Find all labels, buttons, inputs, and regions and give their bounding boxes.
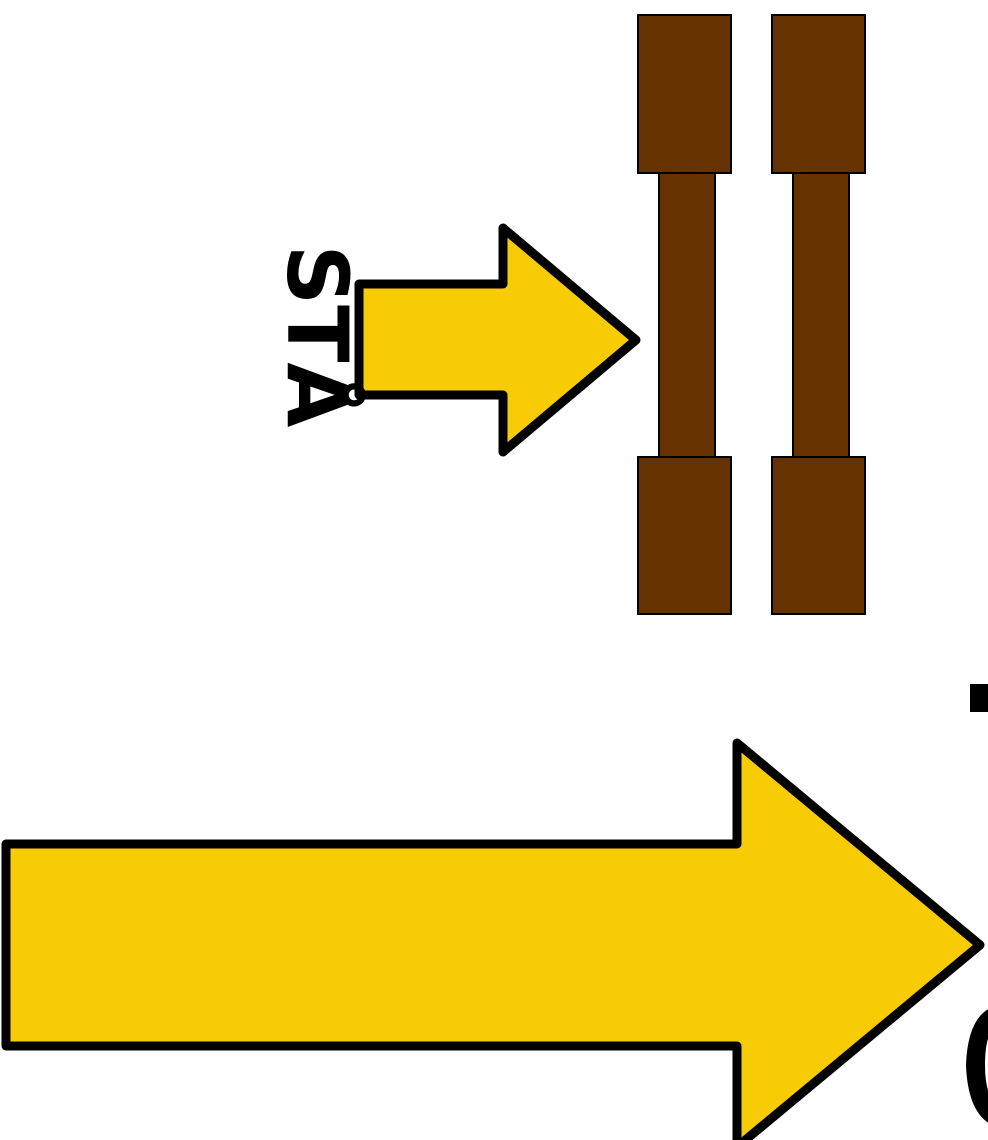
bar-right-top-block <box>771 14 866 174</box>
bar-right-bottom-block <box>771 456 866 615</box>
sign-label: STÅ <box>268 245 366 428</box>
cropped-glyph-top <box>970 684 988 712</box>
bar-left-shaft <box>658 172 716 458</box>
bar-left-bottom-block <box>637 456 732 615</box>
large-arrow-icon <box>1 738 985 1140</box>
small-arrow-icon <box>354 223 641 457</box>
bar-right-shaft <box>792 172 850 458</box>
bar-left <box>637 14 732 615</box>
cropped-glyph-bottom <box>966 1009 988 1123</box>
bar-left-top-block <box>637 14 732 174</box>
bar-right <box>771 14 866 615</box>
